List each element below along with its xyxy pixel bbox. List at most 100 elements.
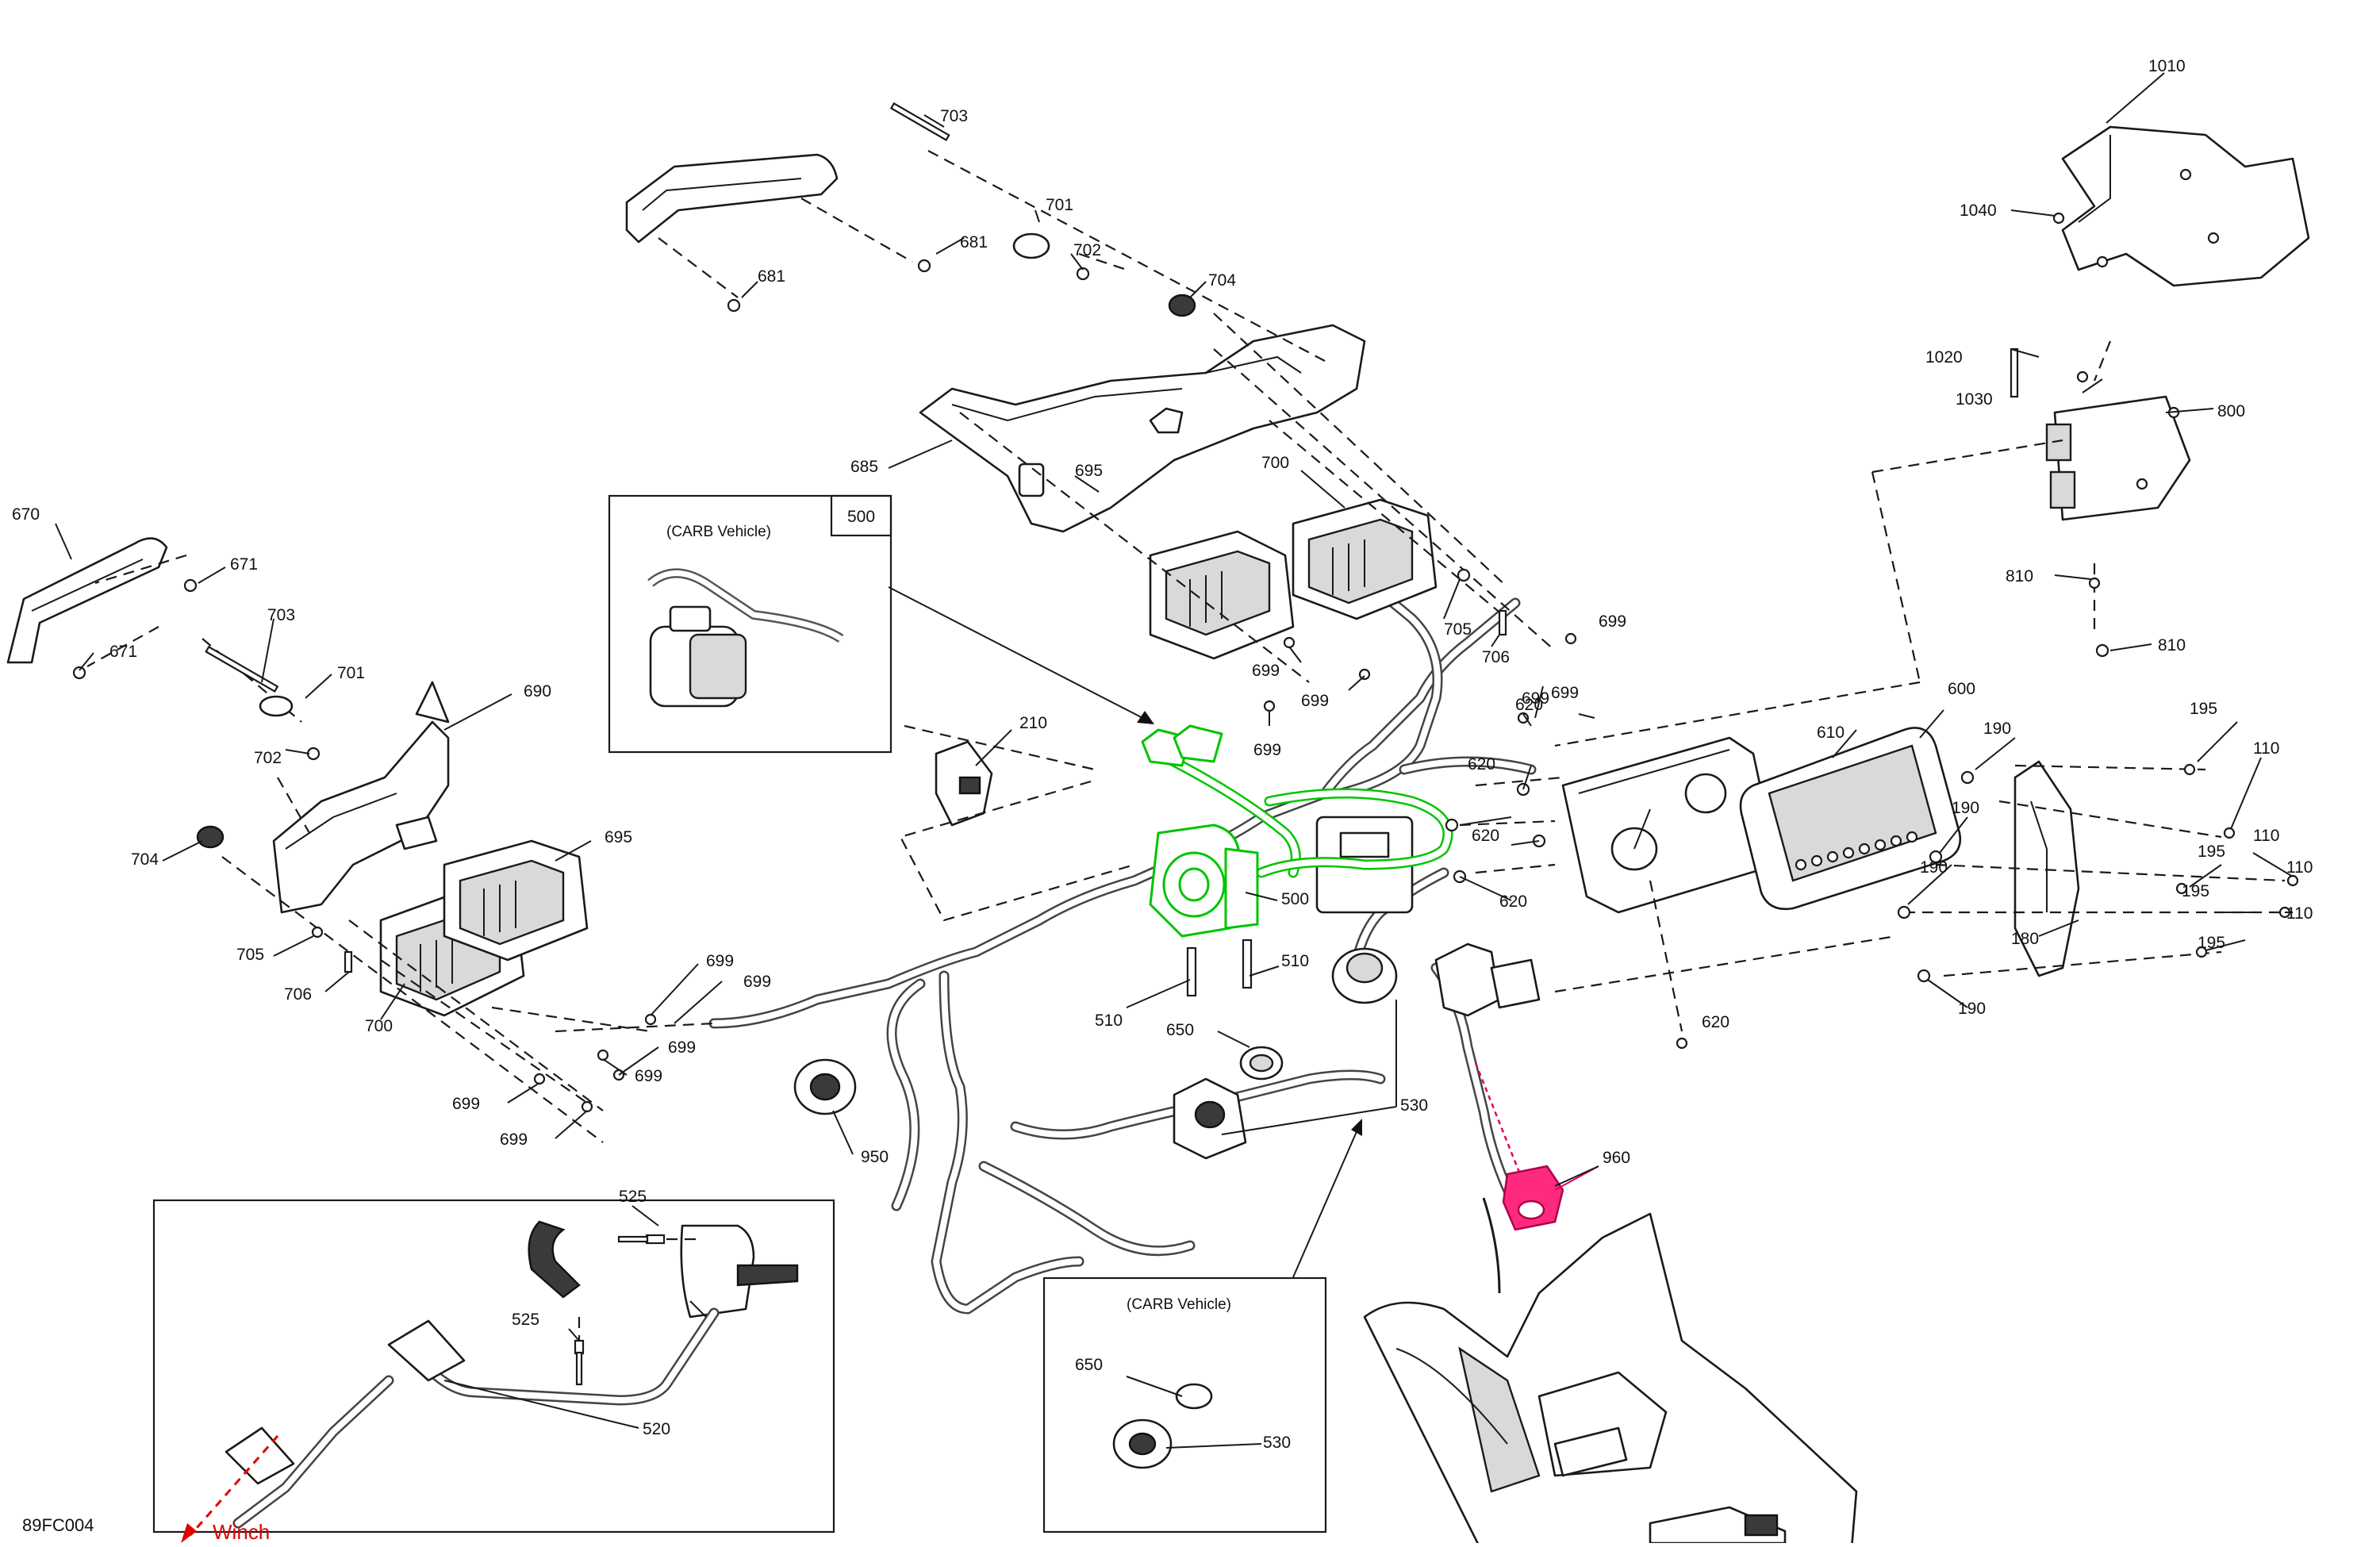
bolt-510-pair	[1186, 939, 1253, 997]
bracket-180	[2013, 760, 2080, 977]
callout-700-b: 700	[365, 1017, 393, 1035]
callout-800: 800	[2217, 402, 2245, 420]
callout-699-e: 699	[1253, 741, 1281, 759]
callout-705-a: 705	[1444, 620, 1472, 639]
callout-699-g: 699	[706, 952, 734, 970]
callout-620-b: 620	[1468, 755, 1495, 774]
callout-110-a: 110	[2253, 739, 2279, 758]
callout-110-c: 110	[2286, 858, 2313, 877]
callout-699-j: 699	[635, 1067, 662, 1085]
carb-inset-b: (CARB Vehicle)	[1042, 1276, 1327, 1534]
switch-cluster-right	[1434, 942, 1541, 1017]
callout-650-a: 650	[1166, 1021, 1194, 1039]
steering-support-frame	[1363, 1197, 1858, 1547]
callout-960: 960	[1603, 1149, 1630, 1167]
callout-810-a: 810	[2006, 567, 2033, 585]
callout-704-b: 704	[131, 850, 159, 869]
callout-180: 180	[2011, 930, 2039, 948]
callout-703-b: 703	[267, 606, 295, 624]
callout-620-c: 620	[1472, 827, 1499, 845]
callout-650-b: 650	[1075, 1356, 1103, 1374]
callout-190-c: 190	[1920, 858, 1948, 877]
module-800	[2045, 395, 2191, 521]
cluster-610	[1561, 736, 1779, 914]
bracket-681-top	[625, 153, 913, 298]
callout-620-d: 620	[1499, 892, 1527, 911]
callout-704-a: 704	[1208, 271, 1236, 290]
indicator-leds	[1795, 831, 1918, 871]
carb-inset-a: (CARB Vehicle) 500	[608, 494, 892, 754]
carb-inset-a-title: (CARB Vehicle)	[666, 524, 771, 540]
callout-600: 600	[1948, 680, 1975, 698]
callout-195-d: 195	[2198, 934, 2225, 952]
callout-530-b: 530	[1263, 1434, 1291, 1452]
callout-681-a: 681	[960, 233, 988, 251]
callout-690: 690	[524, 682, 551, 701]
callout-702-b: 702	[254, 749, 282, 767]
callout-671-b: 671	[109, 643, 137, 661]
callout-1010: 1010	[2148, 57, 2186, 75]
module-700-upper	[1292, 498, 1438, 620]
leader-lines	[55, 72, 2294, 1449]
part-650-inset	[1175, 1383, 1213, 1410]
callout-699-h: 699	[743, 973, 771, 991]
callout-620-a: 620	[1515, 696, 1543, 714]
bracket-670	[6, 537, 168, 664]
callout-701-a: 701	[1046, 196, 1073, 214]
callout-110-b: 110	[2253, 827, 2279, 845]
callout-620-e: 620	[1702, 1013, 1729, 1031]
callout-500: 500	[1281, 890, 1309, 908]
callout-681-b: 681	[758, 267, 785, 286]
callout-699-c: 699	[1301, 692, 1329, 710]
callout-510-a: 510	[1095, 1012, 1123, 1030]
callout-699-k: 699	[452, 1095, 480, 1113]
module-695-upper	[1149, 530, 1295, 660]
callout-610: 610	[1817, 724, 1844, 742]
callout-699-f: 699	[1522, 689, 1549, 708]
callout-525-a: 525	[619, 1188, 647, 1206]
display-600	[1739, 727, 1962, 911]
callout-190-d: 190	[1958, 1000, 1986, 1018]
callout-1020: 1020	[1925, 348, 1963, 367]
callout-701-b: 701	[337, 664, 365, 682]
callout-695-b: 695	[605, 828, 632, 846]
winch-label: Winch	[213, 1520, 270, 1543]
carb-arrow-b	[1292, 1122, 1361, 1278]
callout-700-a: 700	[1261, 454, 1289, 472]
bracket-1010	[2061, 125, 2310, 287]
socket-950	[793, 1058, 857, 1115]
carb-switch-part	[647, 568, 844, 708]
switch-650	[1239, 1046, 1284, 1081]
callout-190-a: 190	[1983, 720, 2011, 738]
callout-699-i: 699	[668, 1038, 696, 1057]
callout-195-c: 195	[2182, 882, 2209, 900]
switch-530	[1173, 947, 1398, 1160]
callout-706-a: 706	[1482, 648, 1510, 666]
callout-706-b: 706	[284, 985, 312, 1004]
bracket-685	[919, 324, 1366, 533]
part-960-highlight	[1474, 1062, 1599, 1231]
part-500-highlight	[1141, 724, 1453, 938]
callout-210: 210	[1019, 714, 1047, 732]
callout-950: 950	[861, 1148, 889, 1166]
callout-685: 685	[850, 458, 878, 476]
main-wiring-harness	[708, 550, 1537, 1315]
callout-110-d: 110	[2286, 904, 2313, 923]
module-695-lower	[443, 839, 589, 962]
carb-inset-a-ref: 500	[847, 508, 875, 526]
callout-699-b: 699	[1252, 662, 1280, 680]
carb-inset-b-title: (CARB Vehicle)	[1127, 1296, 1231, 1313]
callout-671-a: 671	[230, 555, 258, 574]
fasteners	[72, 102, 2299, 1113]
callout-525-b: 525	[512, 1311, 539, 1329]
callout-530-a: 530	[1400, 1096, 1428, 1115]
callout-195-b: 195	[2198, 843, 2225, 861]
callout-190-b: 190	[1952, 799, 1979, 817]
callout-699-d: 699	[1551, 684, 1579, 702]
callout-703-a: 703	[940, 107, 968, 125]
callout-1040: 1040	[1960, 202, 1997, 220]
callout-labels: 1010 1040 1020 1030 800 810 810 703 701 …	[12, 57, 2313, 1535]
diagram-id: 89FC004	[22, 1515, 94, 1535]
